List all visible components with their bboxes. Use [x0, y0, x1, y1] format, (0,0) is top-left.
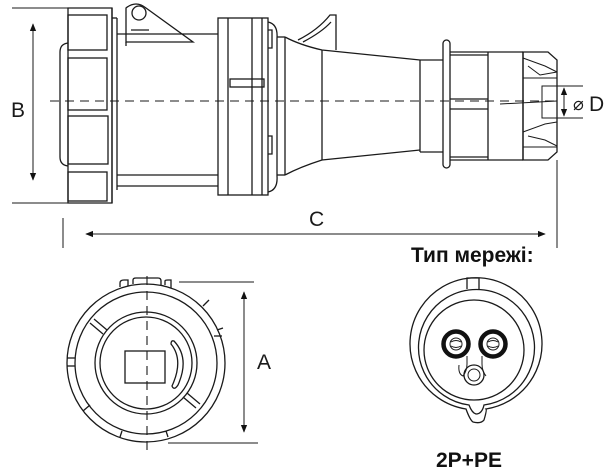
front-nut — [59, 7, 118, 204]
label-d: D — [589, 93, 604, 116]
label-a: A — [257, 351, 271, 374]
handle — [284, 14, 421, 176]
dimension-b: B — [11, 7, 68, 204]
dimension-d: ⌀ — [557, 85, 584, 119]
side-view: B C ⌀ — [11, 3, 584, 248]
diameter-symbol: ⌀ — [573, 94, 584, 114]
ring-section — [217, 17, 286, 196]
latch — [125, 3, 196, 46]
front-view: A — [66, 276, 271, 452]
network-type-heading: Тип мережі: — [411, 244, 534, 267]
body-cylinder — [117, 33, 218, 187]
label-b: B — [11, 99, 25, 122]
pin-l — [441, 329, 471, 359]
pin-n — [478, 329, 508, 359]
label-c: C — [309, 208, 324, 231]
pin-pe — [463, 364, 485, 386]
pin-configuration: Тип мережі: 2P+PE — [409, 244, 543, 472]
dimension-c: C — [62, 160, 558, 248]
network-type-value: 2P+PE — [436, 449, 502, 472]
cable-gland — [420, 39, 558, 169]
